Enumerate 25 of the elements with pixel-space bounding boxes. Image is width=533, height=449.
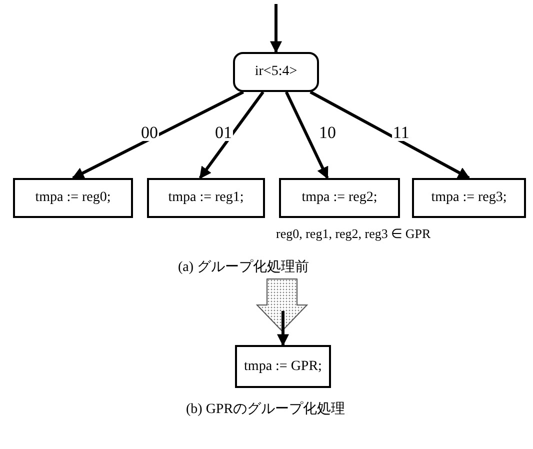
note-text: reg0, reg1, reg2, reg3 ∈ GPR <box>276 226 431 242</box>
arrow <box>270 4 282 54</box>
arrow <box>284 91 329 180</box>
arrow <box>72 90 244 180</box>
process-box <box>412 178 526 218</box>
edge-label: 00 <box>140 124 159 141</box>
arrow <box>198 91 264 179</box>
caption-text: (b) GPRのグループ化処理 <box>186 400 346 418</box>
node-text: ir<5:4> <box>254 64 298 80</box>
edge-label: 01 <box>214 124 233 141</box>
arrow <box>277 311 289 346</box>
node-text: tmpa := reg1; <box>168 190 244 206</box>
edge-label: 11 <box>392 124 410 141</box>
node-text: tmpa := reg3; <box>431 190 507 206</box>
condition-box <box>233 52 319 92</box>
process-box <box>235 345 331 388</box>
process-box <box>279 178 400 218</box>
caption-text: (a) グループ化処理前 <box>178 258 310 276</box>
node-text: tmpa := GPR; <box>244 358 322 374</box>
process-box <box>147 178 265 218</box>
process-box <box>13 178 133 218</box>
arrow <box>310 90 470 180</box>
edge-label: 10 <box>318 124 337 141</box>
node-text: tmpa := reg0; <box>35 190 111 206</box>
node-text: tmpa := reg2; <box>302 190 378 206</box>
